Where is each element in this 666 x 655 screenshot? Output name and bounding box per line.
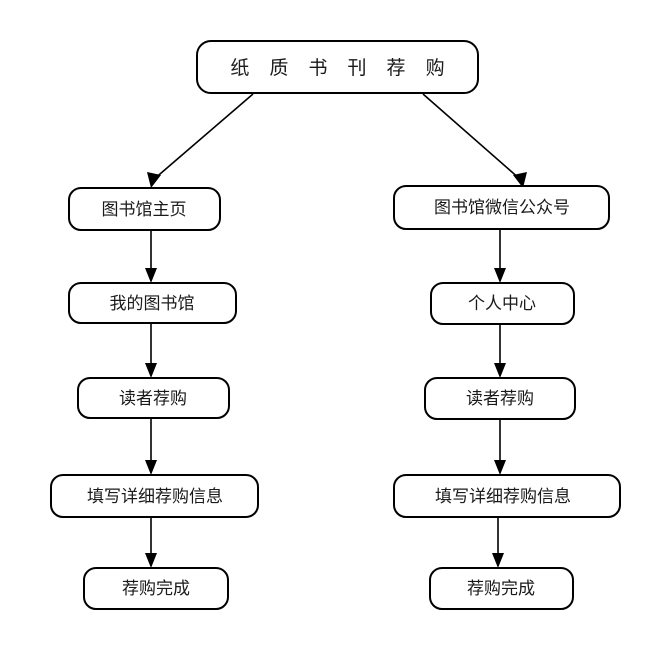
connector-left-2-3-head (145, 363, 157, 378)
connector-right-1-2 (494, 229, 506, 283)
node-left-4[interactable]: 填写详细荐购信息 (50, 474, 259, 518)
connector-left-3-4-head (145, 460, 157, 475)
branch-arrow-right-head (513, 172, 527, 188)
connector-left-1-2 (145, 230, 157, 283)
connector-right-2-3-head (494, 363, 506, 378)
node-right-1-box[interactable] (393, 185, 610, 230)
connector-right-1-2-head (494, 268, 506, 283)
node-right-4-label: 填写详细荐购信息 (435, 487, 571, 507)
connector-left-2-3 (145, 323, 157, 378)
connector-right-2-3 (494, 324, 506, 378)
node-right-5-box[interactable] (429, 567, 574, 610)
node-left-5[interactable]: 荐购完成 (83, 567, 229, 610)
node-right-1-label: 图书馆微信公众号 (434, 198, 570, 218)
node-left-3-label: 读者荐购 (119, 389, 187, 409)
node-title[interactable]: 纸 质 书 刊 荐 购 (196, 40, 479, 94)
node-right-5-label: 荐购完成 (467, 579, 535, 599)
node-left-2-label: 我的图书馆 (110, 294, 195, 314)
node-left-1[interactable]: 图书馆主页 (68, 187, 221, 231)
node-left-1-label: 图书馆主页 (102, 200, 187, 220)
connector-right-3-4-head (494, 460, 506, 475)
node-right-3[interactable]: 读者荐购 (424, 377, 576, 420)
branch-connector-right (422, 93, 527, 188)
connector-left-4-5-head (145, 553, 157, 568)
node-left-1-box[interactable] (68, 187, 221, 231)
node-left-4-label: 填写详细荐购信息 (87, 487, 223, 507)
connector-right-3-4 (494, 419, 506, 475)
node-right-4-box[interactable] (393, 474, 621, 518)
node-left-2-box[interactable] (68, 282, 237, 324)
node-left-5-label: 荐购完成 (122, 579, 190, 599)
node-left-3[interactable]: 读者荐购 (77, 377, 230, 419)
connector-left-4-5 (145, 517, 157, 568)
node-title-label: 纸 质 书 刊 荐 购 (230, 57, 451, 79)
node-left-5-box[interactable] (83, 567, 229, 610)
node-right-5[interactable]: 荐购完成 (429, 567, 574, 610)
connector-right-4-5-head (492, 553, 504, 568)
node-right-3-label: 读者荐购 (466, 389, 534, 409)
node-left-2[interactable]: 我的图书馆 (68, 282, 237, 324)
node-left-3-box[interactable] (77, 377, 230, 419)
node-right-1[interactable]: 图书馆微信公众号 (393, 185, 610, 230)
branch-connector-left (147, 93, 254, 188)
connector-left-1-2-head (145, 268, 157, 283)
node-right-2-label: 个人中心 (468, 294, 536, 314)
node-right-2-box[interactable] (430, 282, 575, 325)
connector-left-3-4 (145, 418, 157, 475)
node-right-4[interactable]: 填写详细荐购信息 (393, 474, 621, 518)
branch-arrow-left-head (147, 172, 161, 188)
connector-right-4-5 (492, 517, 504, 568)
node-left-4-box[interactable] (50, 474, 259, 518)
node-title-box[interactable] (196, 40, 479, 94)
node-right-2[interactable]: 个人中心 (430, 282, 575, 325)
